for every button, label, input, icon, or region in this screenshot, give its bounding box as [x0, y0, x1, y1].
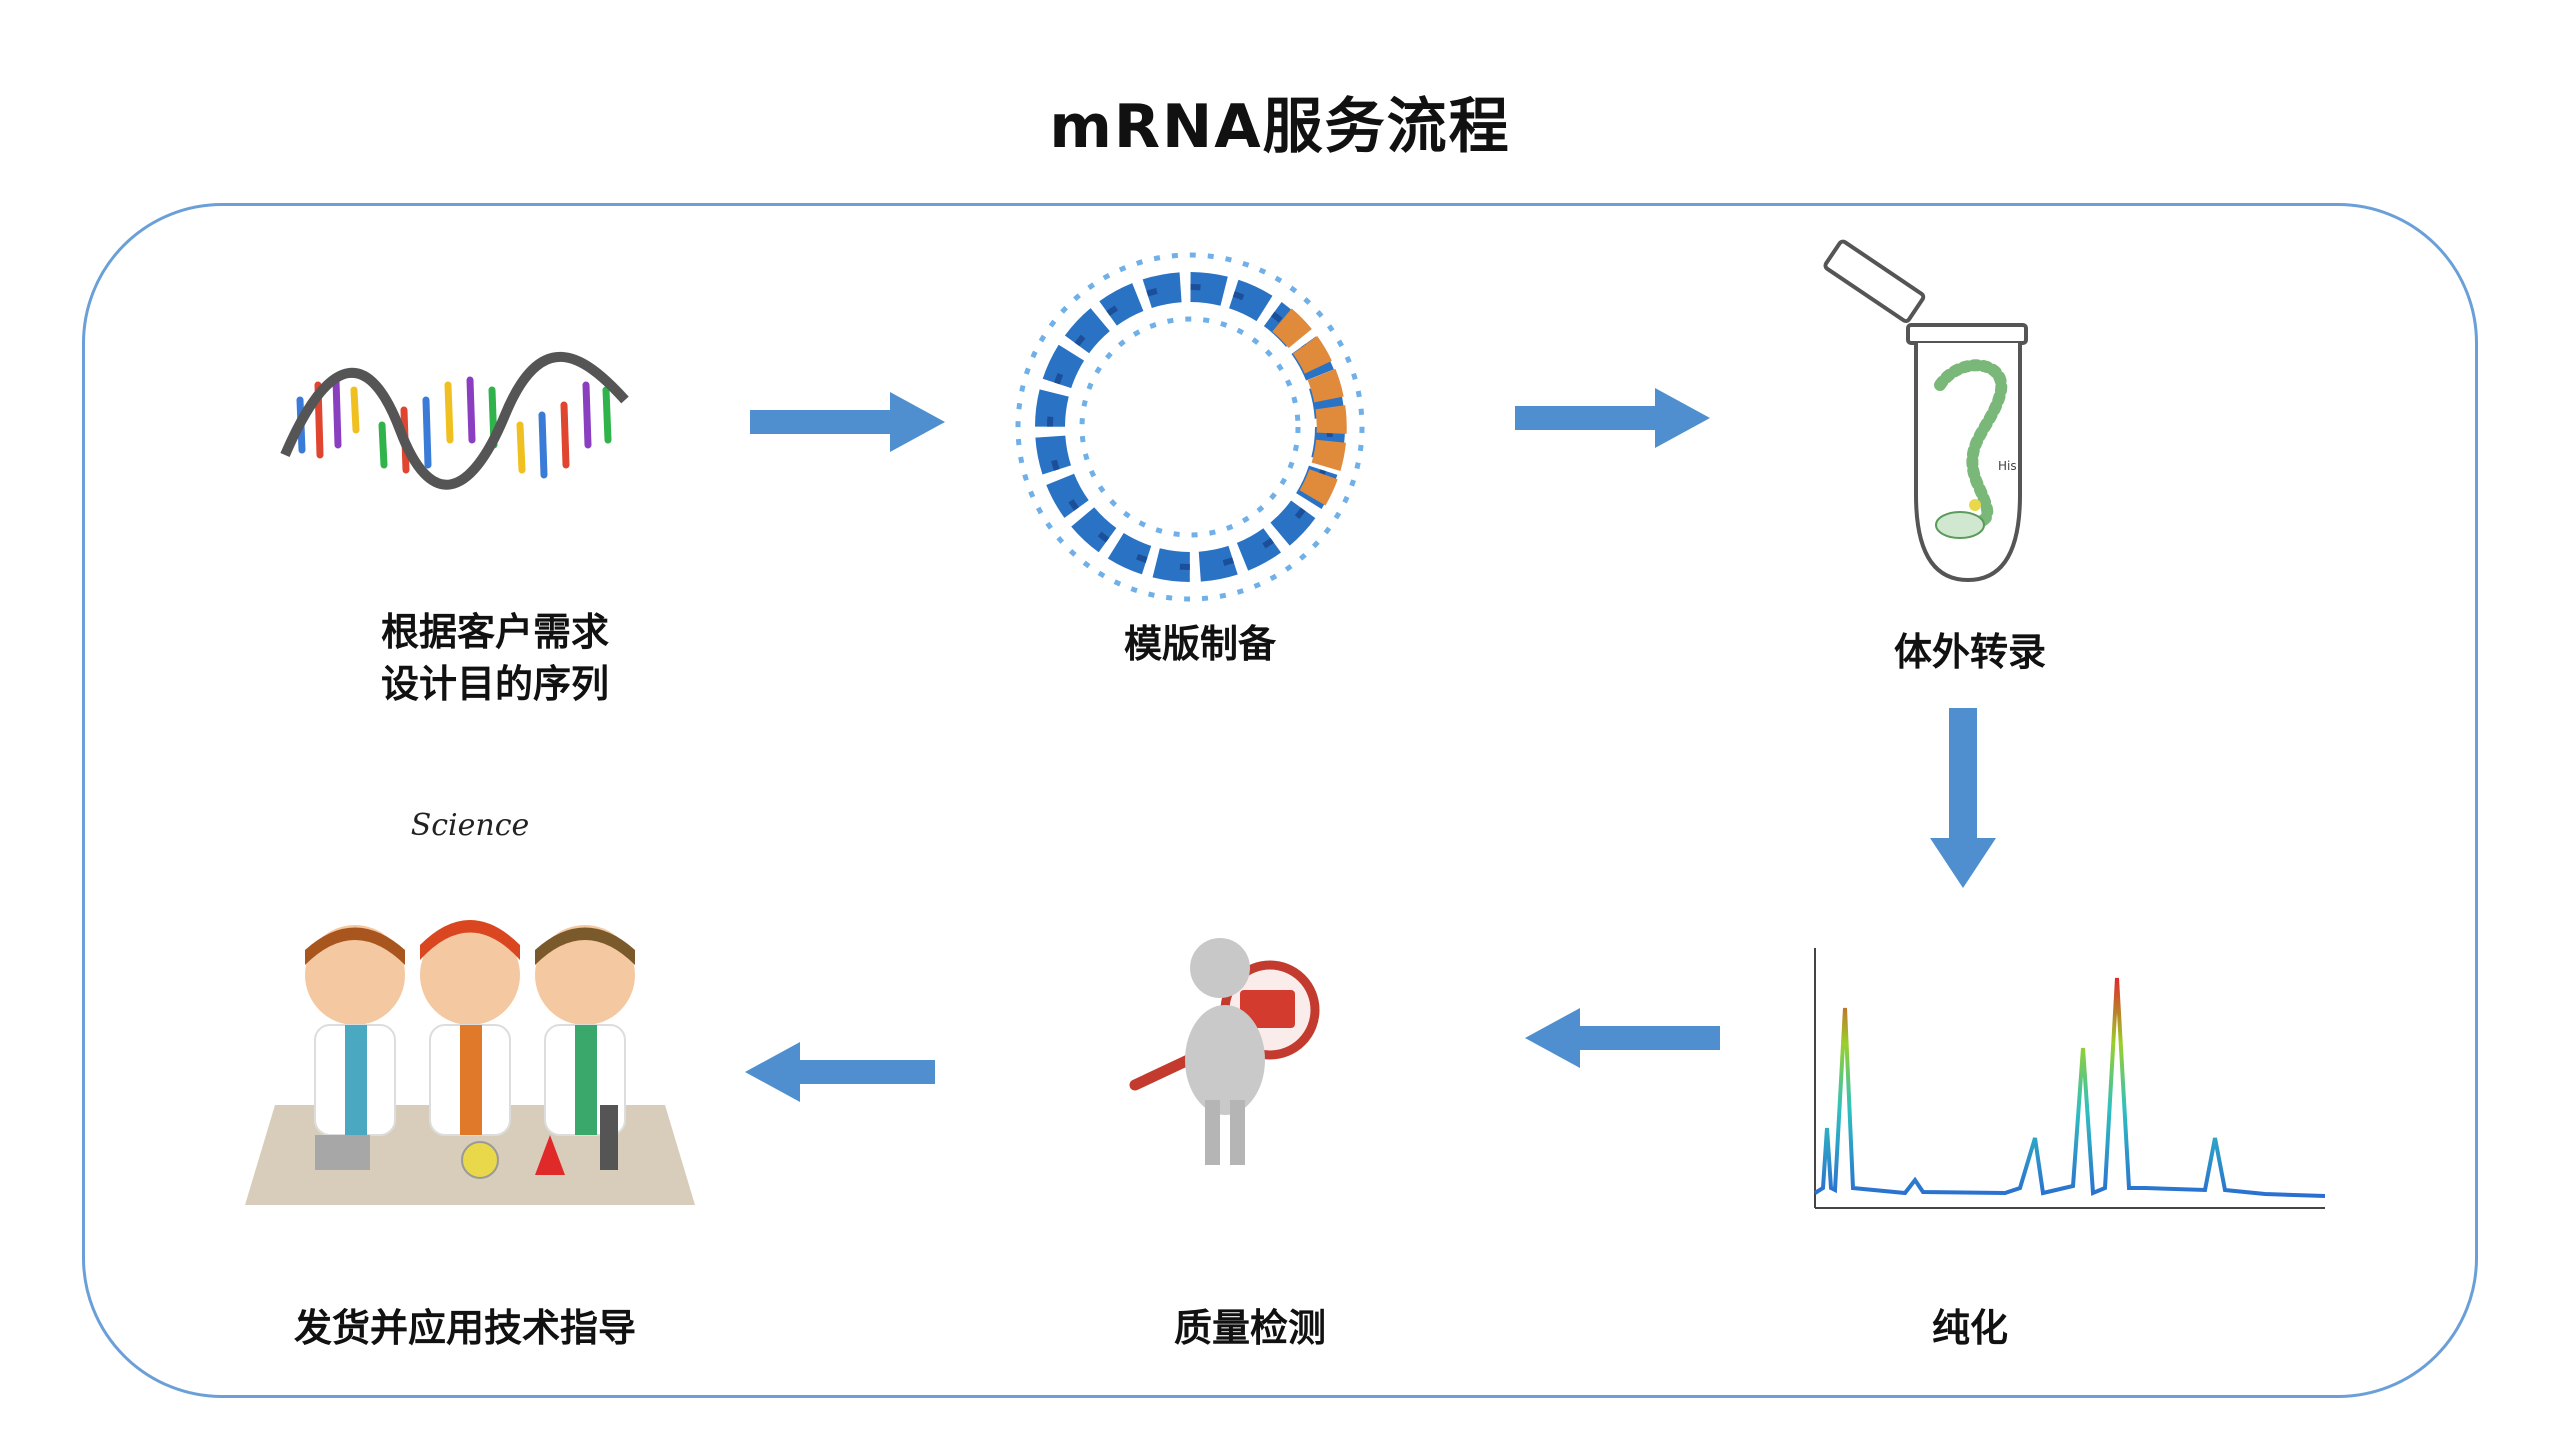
tube-his-label: His [1998, 459, 2017, 473]
step-label-transcription: 体外转录 [1893, 630, 2046, 674]
circular-dna-icon [1015, 252, 1365, 602]
step-label-design: 根据客户需求 设计目的序列 [380, 610, 609, 706]
arrow-left-2 [745, 1042, 935, 1102]
page-title: mRNA服务流程 [1049, 92, 1511, 162]
step-label-purification: 纯化 [1931, 1306, 2008, 1350]
arrow-left-1 [1525, 1008, 1720, 1068]
arrow-down [1930, 708, 1996, 888]
step-label-delivery: 发货并应用技术指导 [293, 1306, 636, 1350]
science-caption: Science [410, 808, 530, 843]
workflow-frame [82, 203, 2478, 1398]
chromatogram-icon [1813, 948, 2326, 1209]
arrow-right-1 [750, 392, 945, 452]
step-label-qc: 质量检测 [1173, 1306, 1326, 1350]
step-label-template: 模版制备 [1123, 622, 1276, 666]
arrow-right-2 [1515, 388, 1710, 448]
quality-inspector-icon [1129, 938, 1320, 1165]
rna-strand-icon [280, 351, 629, 490]
test-tube-icon: His [1823, 239, 2028, 583]
kids-science-icon [245, 920, 695, 1205]
